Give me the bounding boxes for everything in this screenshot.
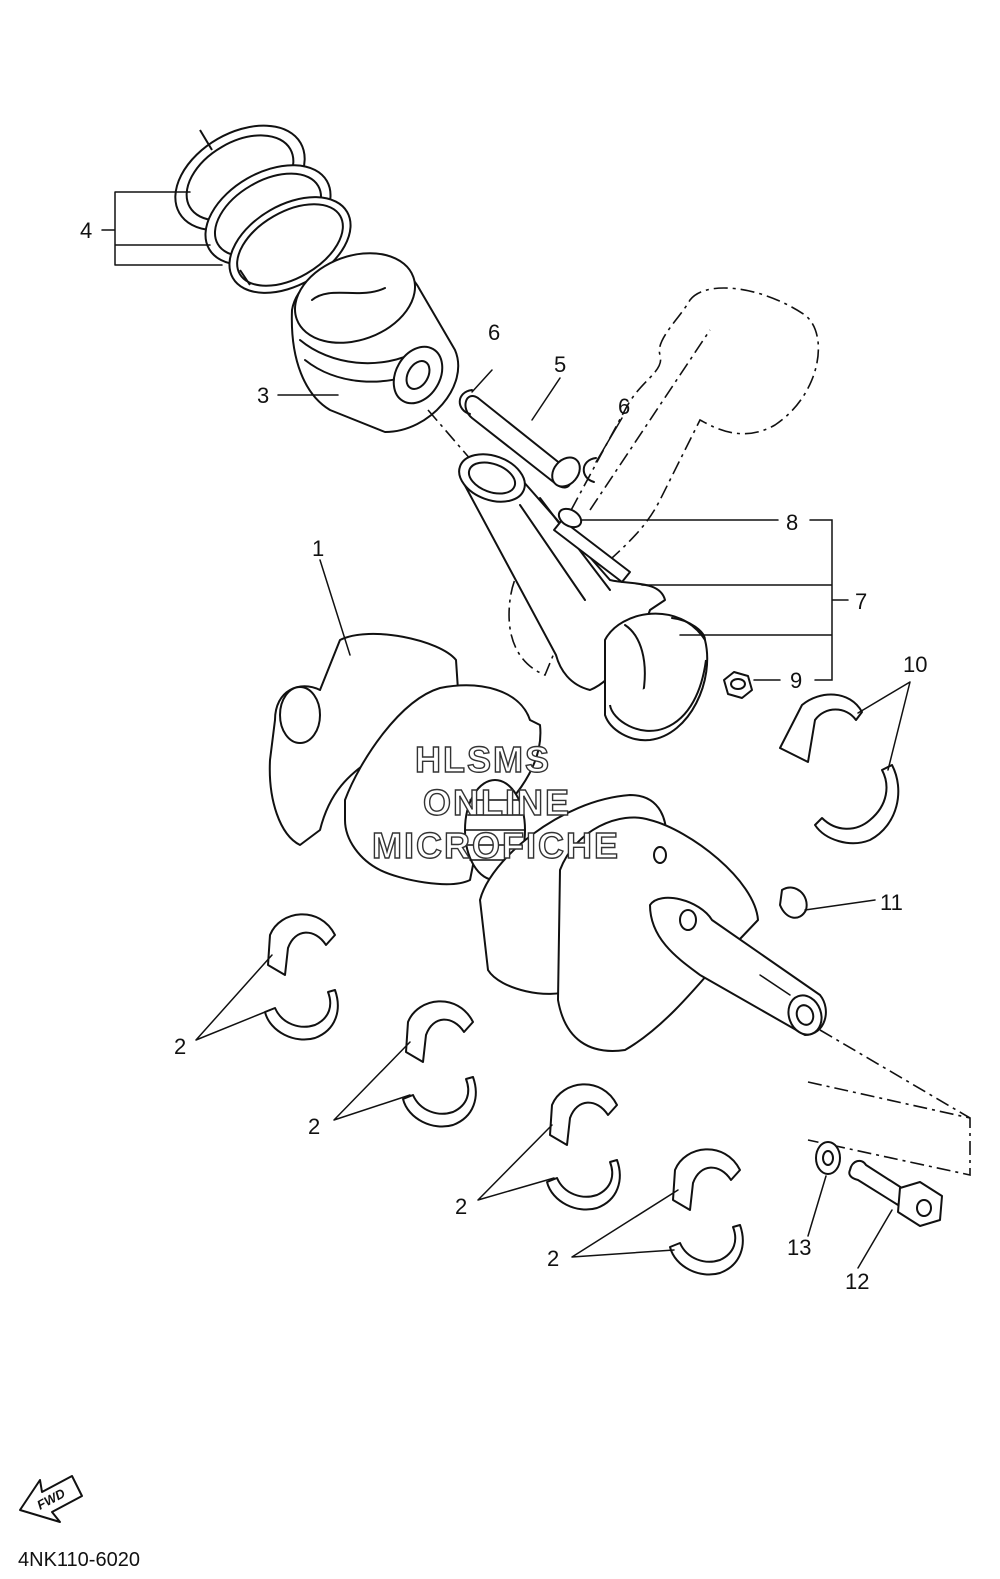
callout-6b: 6 [618,394,630,419]
callout-6a: 6 [488,320,500,345]
callout-9: 9 [790,668,802,693]
main-bearing-pair-1 [264,913,339,1041]
diagram-code: 4NK110-6020 [18,1549,140,1571]
callout-4: 4 [80,218,92,243]
main-bearing-pair-4 [669,1148,744,1276]
crankcase-phantom-outline [508,287,820,677]
watermark-line-2: ONLINE [423,782,571,823]
callout-10: 10 [903,652,927,677]
callout-7: 7 [855,589,867,614]
fwd-arrow-icon: FWD [19,1475,83,1523]
watermark: HLSMS ONLINE MICROFICHE [371,738,620,866]
main-bearing-shells [264,913,744,1276]
callout-1: 1 [312,536,324,561]
piston-pin-clip-left [458,389,473,415]
washer [815,1141,841,1175]
callout-8: 8 [786,510,798,535]
crankshaft [268,632,827,1052]
main-bearing-pair-3 [546,1083,621,1211]
leader-lines [101,191,911,1269]
watermark-line-3: MICROFICHE [372,825,620,866]
callout-2a: 2 [174,1034,186,1059]
callout-13: 13 [787,1235,811,1260]
main-bearing-pair-2 [402,1000,477,1128]
callout-12: 12 [845,1269,869,1294]
piston-pin-clip-right [582,457,597,483]
callout-2c: 2 [455,1194,467,1219]
rod-bolt [553,519,631,583]
callout-11: 11 [880,890,903,915]
watermark-line-1: HLSMS [415,739,551,780]
callout-2b: 2 [308,1114,320,1139]
connecting-rod [458,453,709,742]
rod-nut [723,671,753,699]
callout-numbers: 1 2 2 2 2 3 4 5 6 6 7 8 9 10 11 12 13 [80,218,927,1294]
woodruff-key [779,886,808,919]
piston [290,252,460,433]
piston-pin [464,395,581,489]
callout-2d: 2 [547,1246,559,1271]
rod-bearing-shells [779,693,900,845]
callout-5: 5 [554,352,566,377]
callout-3: 3 [257,383,269,408]
crank-bolt [848,1159,943,1227]
